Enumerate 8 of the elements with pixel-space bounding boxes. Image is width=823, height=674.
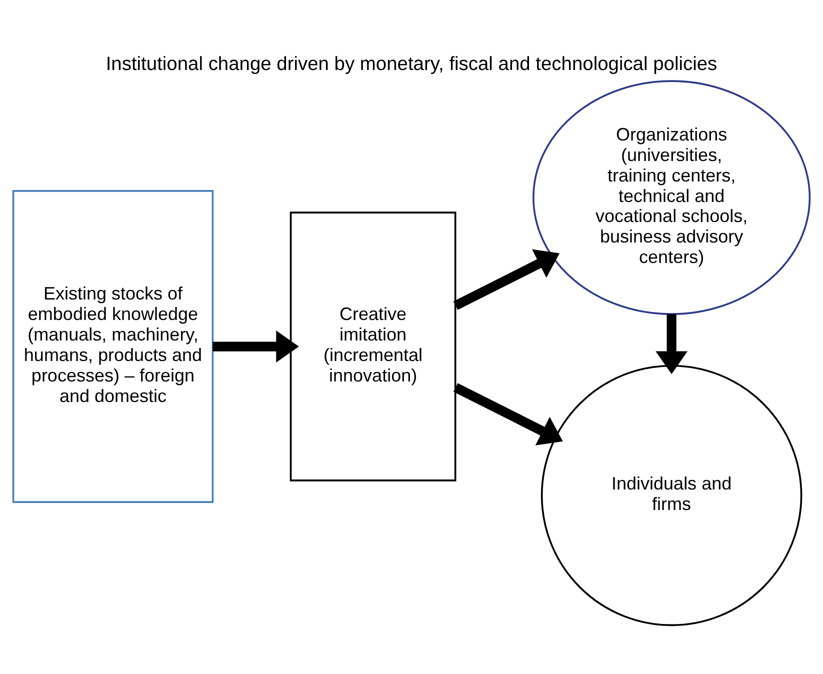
node-circle: Individuals and firms — [540, 364, 802, 626]
node-box: Creative imitation (incremental innovation) — [290, 211, 456, 481]
arrow — [453, 382, 563, 445]
node-box: Existing stocks of embodied knowledge (manuals, machinery, humans, products and processes) – foreign and domestic — [12, 190, 214, 502]
arrow — [212, 330, 299, 362]
arrow — [656, 314, 688, 374]
diagram-title: Institutional change driven by monetary, fiscal and technological policies — [106, 53, 718, 74]
arrow — [453, 248, 560, 310]
